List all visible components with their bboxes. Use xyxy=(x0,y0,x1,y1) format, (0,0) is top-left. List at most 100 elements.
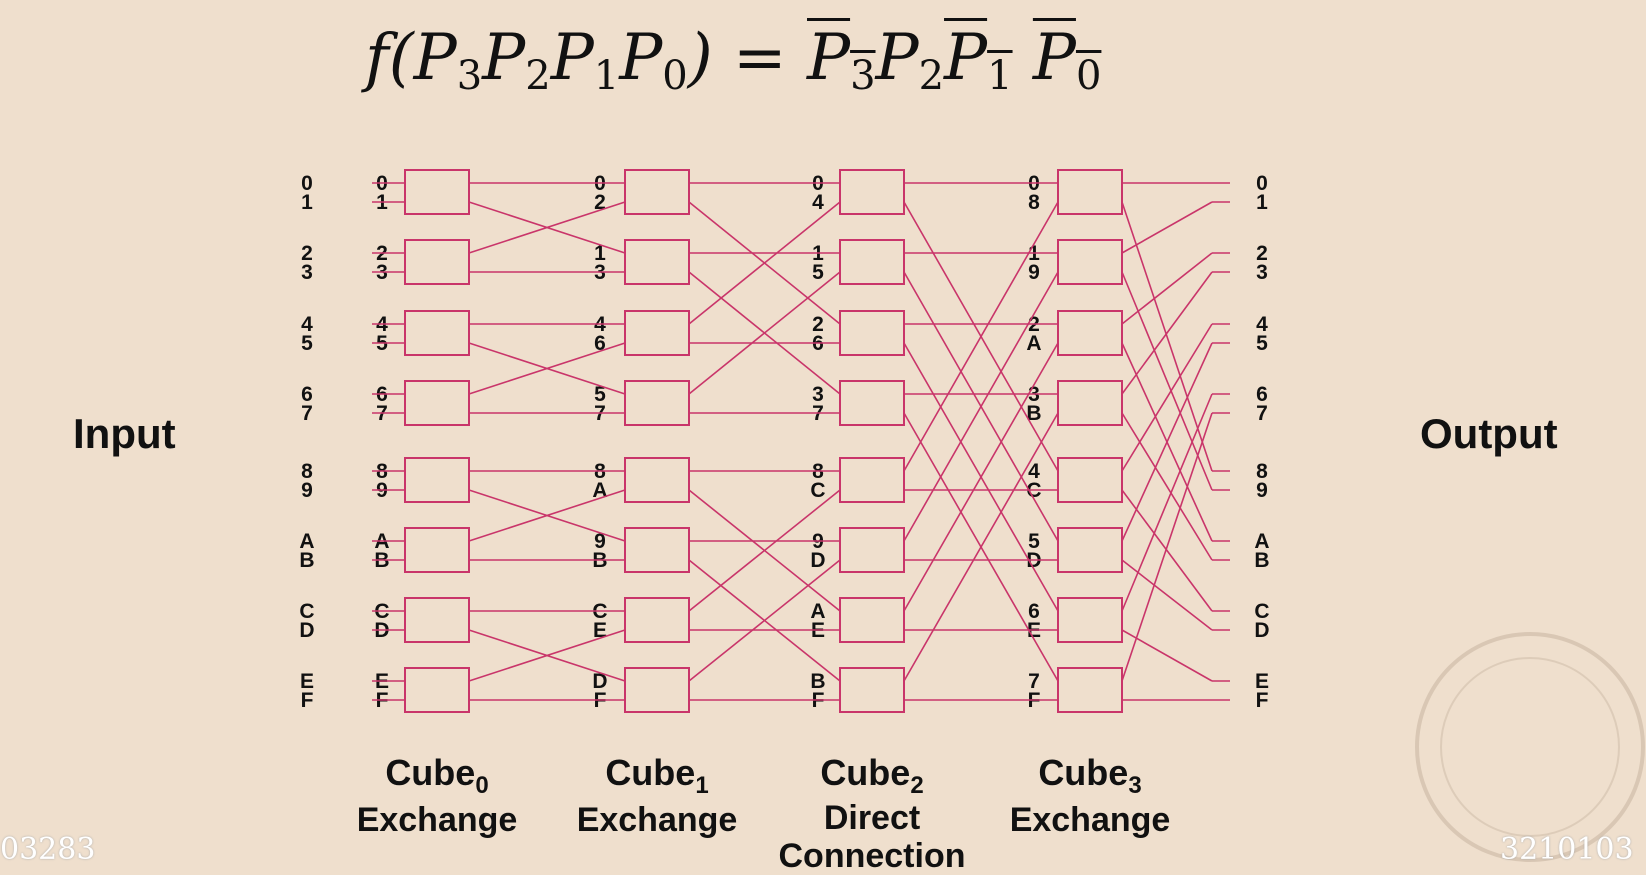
formula-sub: 0 xyxy=(662,53,688,99)
output-number: B xyxy=(1254,549,1269,572)
connection-line xyxy=(688,271,841,395)
output-number: 7 xyxy=(1256,402,1268,425)
input-number: 5 xyxy=(301,332,313,355)
port-label: 5 xyxy=(812,261,824,284)
formula-var: P xyxy=(619,21,663,95)
switch-box xyxy=(624,667,690,713)
output-connection-line xyxy=(1121,342,1213,542)
switch-box xyxy=(1057,527,1123,573)
switch-box xyxy=(839,597,905,643)
switch-box xyxy=(404,457,470,503)
port-label: A xyxy=(810,600,825,623)
port-label: 7 xyxy=(1028,670,1040,693)
output-connection-line xyxy=(1121,201,1213,254)
connection-line xyxy=(903,201,1059,472)
formula-var: P xyxy=(482,21,526,95)
formula-sub: 1 xyxy=(593,53,620,99)
output-connection-line xyxy=(1121,629,1213,682)
port-label: 5 xyxy=(1028,530,1040,553)
output-number: F xyxy=(1256,689,1269,712)
input-number: 1 xyxy=(301,191,313,214)
stage-operation: Exchange xyxy=(356,801,518,839)
switch-box xyxy=(624,597,690,643)
output-number: 8 xyxy=(1256,460,1268,483)
port-label: 1 xyxy=(594,242,606,265)
port-label: 5 xyxy=(594,383,606,406)
port-label: 3 xyxy=(812,383,824,406)
formula-complement: P1 xyxy=(944,21,1013,99)
port-label: B xyxy=(1026,402,1041,425)
output-connection-line xyxy=(1121,412,1213,682)
stage-subscript: 1 xyxy=(695,772,709,799)
university-seal xyxy=(1415,632,1645,862)
output-number: E xyxy=(1255,670,1269,693)
connection-line xyxy=(688,559,841,682)
stage-name: Cube xyxy=(385,752,476,793)
input-number: 6 xyxy=(301,383,313,406)
output-number: 6 xyxy=(1256,383,1268,406)
switch-box xyxy=(839,457,905,503)
input-number: 9 xyxy=(301,479,313,502)
port-label: C xyxy=(810,479,825,502)
port-label: A xyxy=(1026,332,1041,355)
switch-box xyxy=(1057,239,1123,285)
output-number: 5 xyxy=(1256,332,1268,355)
formula: f(P3P2P1P0) = P3P2P1 P0 xyxy=(365,8,1101,108)
port-label: 6 xyxy=(594,332,606,355)
connection-line xyxy=(903,271,1059,542)
input-number: B xyxy=(299,549,314,572)
output-number: D xyxy=(1254,619,1269,642)
output-number: 0 xyxy=(1256,172,1268,195)
input-number: 7 xyxy=(301,402,313,425)
switch-box xyxy=(839,527,905,573)
input-number: 4 xyxy=(301,313,313,336)
connection-line xyxy=(468,342,626,395)
output-connection-line xyxy=(1121,559,1213,631)
switch-box xyxy=(624,310,690,356)
switch-box xyxy=(404,667,470,713)
output-number: 2 xyxy=(1256,242,1268,265)
switch-box xyxy=(404,169,470,215)
input-number: 0 xyxy=(301,172,313,195)
output-connection-line xyxy=(1121,271,1213,395)
port-label: B xyxy=(810,670,825,693)
switch-box xyxy=(839,239,905,285)
port-label: 2 xyxy=(594,191,606,214)
output-connection-line xyxy=(1121,489,1213,612)
output-number: 9 xyxy=(1256,479,1268,502)
switch-box xyxy=(839,380,905,426)
switch-box xyxy=(624,239,690,285)
port-label: 8 xyxy=(1028,191,1040,214)
stage-operation: Exchange xyxy=(1009,801,1171,839)
port-label: 6 xyxy=(1028,600,1040,623)
input-number: 3 xyxy=(301,261,313,284)
switch-box xyxy=(624,169,690,215)
formula-lead: f(P xyxy=(365,21,457,95)
switch-box xyxy=(1057,597,1123,643)
formula-equals: ) = xyxy=(687,21,807,95)
output-connection-line xyxy=(1121,201,1213,472)
input-number: C xyxy=(299,600,314,623)
input-number: F xyxy=(301,689,314,712)
formula-var: P xyxy=(875,21,919,95)
output-label: Output xyxy=(1420,410,1558,457)
connection-line xyxy=(688,489,841,612)
port-label: D xyxy=(592,670,607,693)
switch-box xyxy=(1057,310,1123,356)
output-number: C xyxy=(1254,600,1269,623)
switch-box xyxy=(404,597,470,643)
connection-line xyxy=(468,201,626,254)
switch-box xyxy=(624,457,690,503)
switch-box xyxy=(1057,457,1123,503)
stage-operation: Exchange xyxy=(576,801,738,839)
port-label: 4 xyxy=(812,191,824,214)
switch-box xyxy=(1057,667,1123,713)
port-label: D xyxy=(810,549,825,572)
stage-subscript: 2 xyxy=(910,772,924,799)
stage-operation: Direct Connection xyxy=(778,799,966,875)
switch-box xyxy=(839,310,905,356)
